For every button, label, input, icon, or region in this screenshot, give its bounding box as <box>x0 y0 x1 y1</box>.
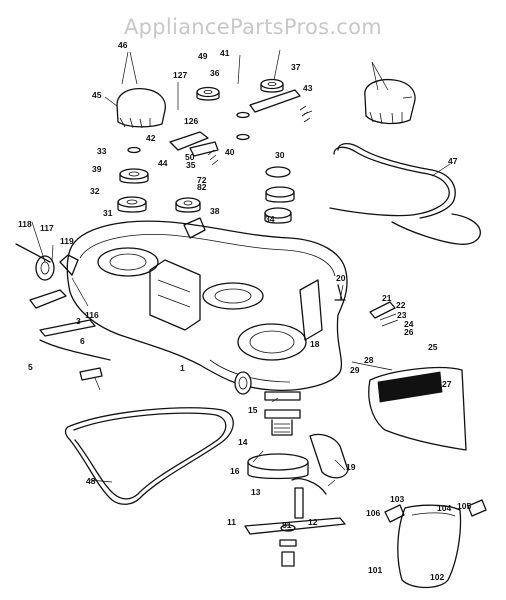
callout-label: 45 <box>92 90 102 100</box>
callout-label: 104 <box>437 503 451 513</box>
callout-label: 24 <box>404 319 414 329</box>
callout-label: 101 <box>368 565 382 575</box>
callout-label: 103 <box>390 494 404 504</box>
chute-deflector <box>291 433 349 495</box>
callout-label: 29 <box>350 365 360 375</box>
mower-deck <box>66 220 348 395</box>
callout-label: 127 <box>173 70 187 80</box>
callout-label: 37 <box>291 62 301 72</box>
callout-label: 41 <box>220 48 230 58</box>
leader-lines <box>31 49 451 487</box>
callout-label: 5 <box>28 362 33 372</box>
left-spindle-assembly <box>117 146 149 213</box>
callout-label: 15 <box>248 405 258 415</box>
mulch-cover <box>384 499 487 589</box>
callout-label: 30 <box>275 150 285 160</box>
callout-label: 44 <box>158 158 168 168</box>
callout-label: 26 <box>404 327 414 337</box>
callout-label: 25 <box>428 342 438 352</box>
callout-label: 11 <box>227 517 236 527</box>
callout-label: 18 <box>310 339 320 349</box>
callout-label: 35 <box>186 160 196 170</box>
callout-label: 1 <box>180 363 185 373</box>
drive-belt-47 <box>329 143 481 245</box>
deck-belt-48 <box>64 407 234 505</box>
callout-label: 40 <box>225 147 235 157</box>
callout-label: 20 <box>336 273 346 283</box>
callout-label: 23 <box>397 310 407 320</box>
right-spindle-cover <box>364 78 416 125</box>
discharge-chute <box>351 361 467 451</box>
callout-label: 105 <box>457 501 471 511</box>
callout-label: 119 <box>60 236 74 246</box>
callout-label: 116 <box>85 310 99 320</box>
callout-label: 126 <box>184 116 198 126</box>
right-spindle-assembly <box>236 78 311 224</box>
callout-label: 28 <box>364 355 374 365</box>
callout-label: 106 <box>366 508 380 518</box>
callout-label: 48 <box>86 476 96 486</box>
callout-label: 43 <box>303 83 313 93</box>
callout-label: 3 <box>76 316 81 326</box>
callout-label: 38 <box>210 206 220 216</box>
callout-label: 32 <box>90 186 100 196</box>
callout-label: 34 <box>265 214 275 224</box>
callout-label: 33 <box>97 146 107 156</box>
callout-label: 27 <box>442 379 452 389</box>
watermark: AppliancePartsPros.com <box>124 15 382 39</box>
callout-label: 13 <box>251 487 261 497</box>
deck-hanger-bracket <box>29 289 111 381</box>
callout-label: 31 <box>103 208 113 218</box>
callout-label: 22 <box>396 300 406 310</box>
tension-rod <box>334 284 399 327</box>
anti-scalp-wheel-assembly <box>15 243 79 281</box>
callout-label: 21 <box>382 293 392 303</box>
callout-label: 47 <box>448 156 458 166</box>
callout-label: 42 <box>146 133 156 143</box>
callout-label: 50 <box>185 152 195 162</box>
callout-label: 6 <box>80 336 85 346</box>
callout-label: 39 <box>92 164 102 174</box>
callout-label: 117 <box>40 223 54 233</box>
mower-blade <box>244 517 346 567</box>
center-idler-assembly <box>169 86 220 239</box>
callout-label: 102 <box>430 572 444 582</box>
callout-label: 46 <box>118 40 128 50</box>
blade-spindle <box>247 391 309 519</box>
callout-label: 72 <box>197 175 207 185</box>
callout-label: 16 <box>230 466 240 476</box>
callout-label: 14 <box>238 437 248 447</box>
left-spindle-cover <box>116 87 166 129</box>
callout-label: 36 <box>210 68 220 78</box>
callout-label: 49 <box>198 51 208 61</box>
callout-label: 81 <box>282 520 292 530</box>
callout-label: 19 <box>346 462 356 472</box>
callout-label: 118 <box>18 219 32 229</box>
callout-label: 82 <box>197 182 207 192</box>
callout-label: 12 <box>308 517 318 527</box>
callout-labels: 1 3 5 6 11 12 13 14 15 16 18 20 19 21 22… <box>18 40 471 582</box>
